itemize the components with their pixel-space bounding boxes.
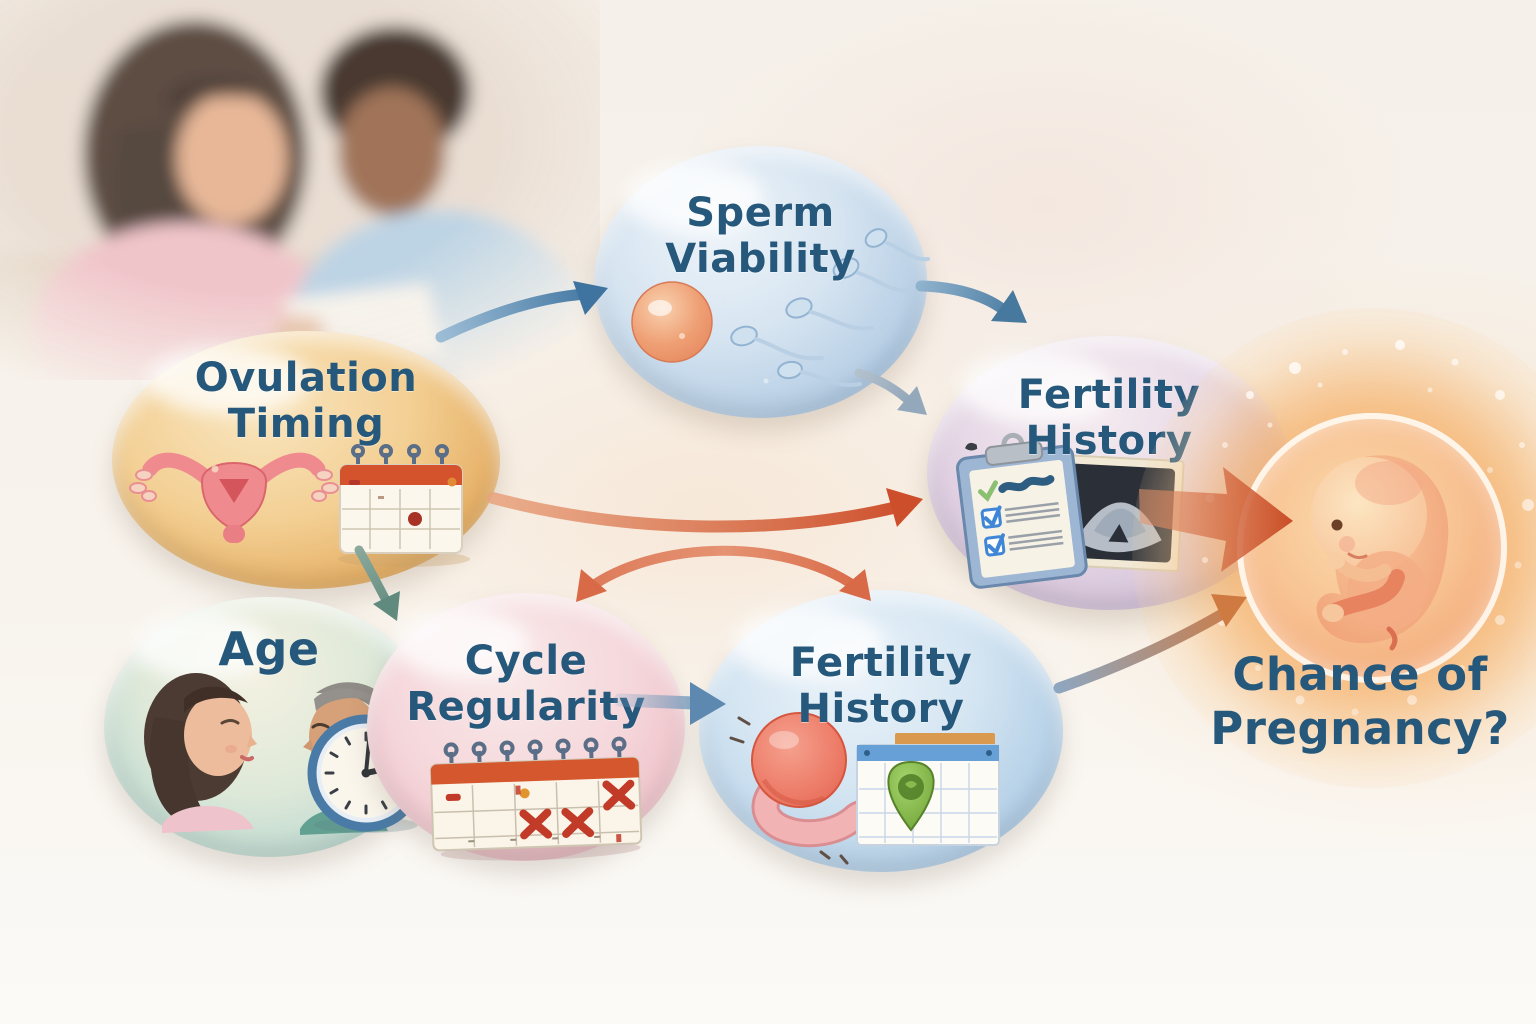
arrow-sperm-to-fertility-history-top xyxy=(915,280,1027,323)
sperm-cells-icon xyxy=(721,228,930,387)
node-fertility-history-bottom: Fertility History xyxy=(699,590,1063,872)
node-label: Cycle Regularity xyxy=(406,638,646,731)
node-ovulation-timing: Ovulation Timing xyxy=(112,331,500,589)
calendar-location-pin-icon xyxy=(856,733,1000,846)
woman-profile-icon xyxy=(144,673,257,833)
node-sperm-viability: Sperm Viability xyxy=(594,146,930,418)
outcome-label: Chance of Pregnancy? xyxy=(1210,648,1510,755)
calendar-x-marks-icon xyxy=(429,736,643,861)
egg-cell-icon xyxy=(631,281,713,363)
arrow-ovulation-to-fertility-history-top xyxy=(487,488,923,533)
uterus-icon xyxy=(129,452,339,543)
fetus-icon xyxy=(1311,455,1449,651)
calendar-icon xyxy=(338,444,470,567)
node-label: Fertility History xyxy=(789,640,973,733)
node-chance-of-pregnancy xyxy=(1237,413,1507,683)
node-cycle-regularity: Cycle Regularity xyxy=(367,593,685,861)
node-label: Age xyxy=(218,622,320,676)
node-label: Ovulation Timing xyxy=(194,355,418,448)
couple-reviewing-calendar-photo xyxy=(0,0,600,380)
clipboard-checklist-icon xyxy=(956,432,1088,589)
node-label: Sperm Viability xyxy=(665,190,856,283)
